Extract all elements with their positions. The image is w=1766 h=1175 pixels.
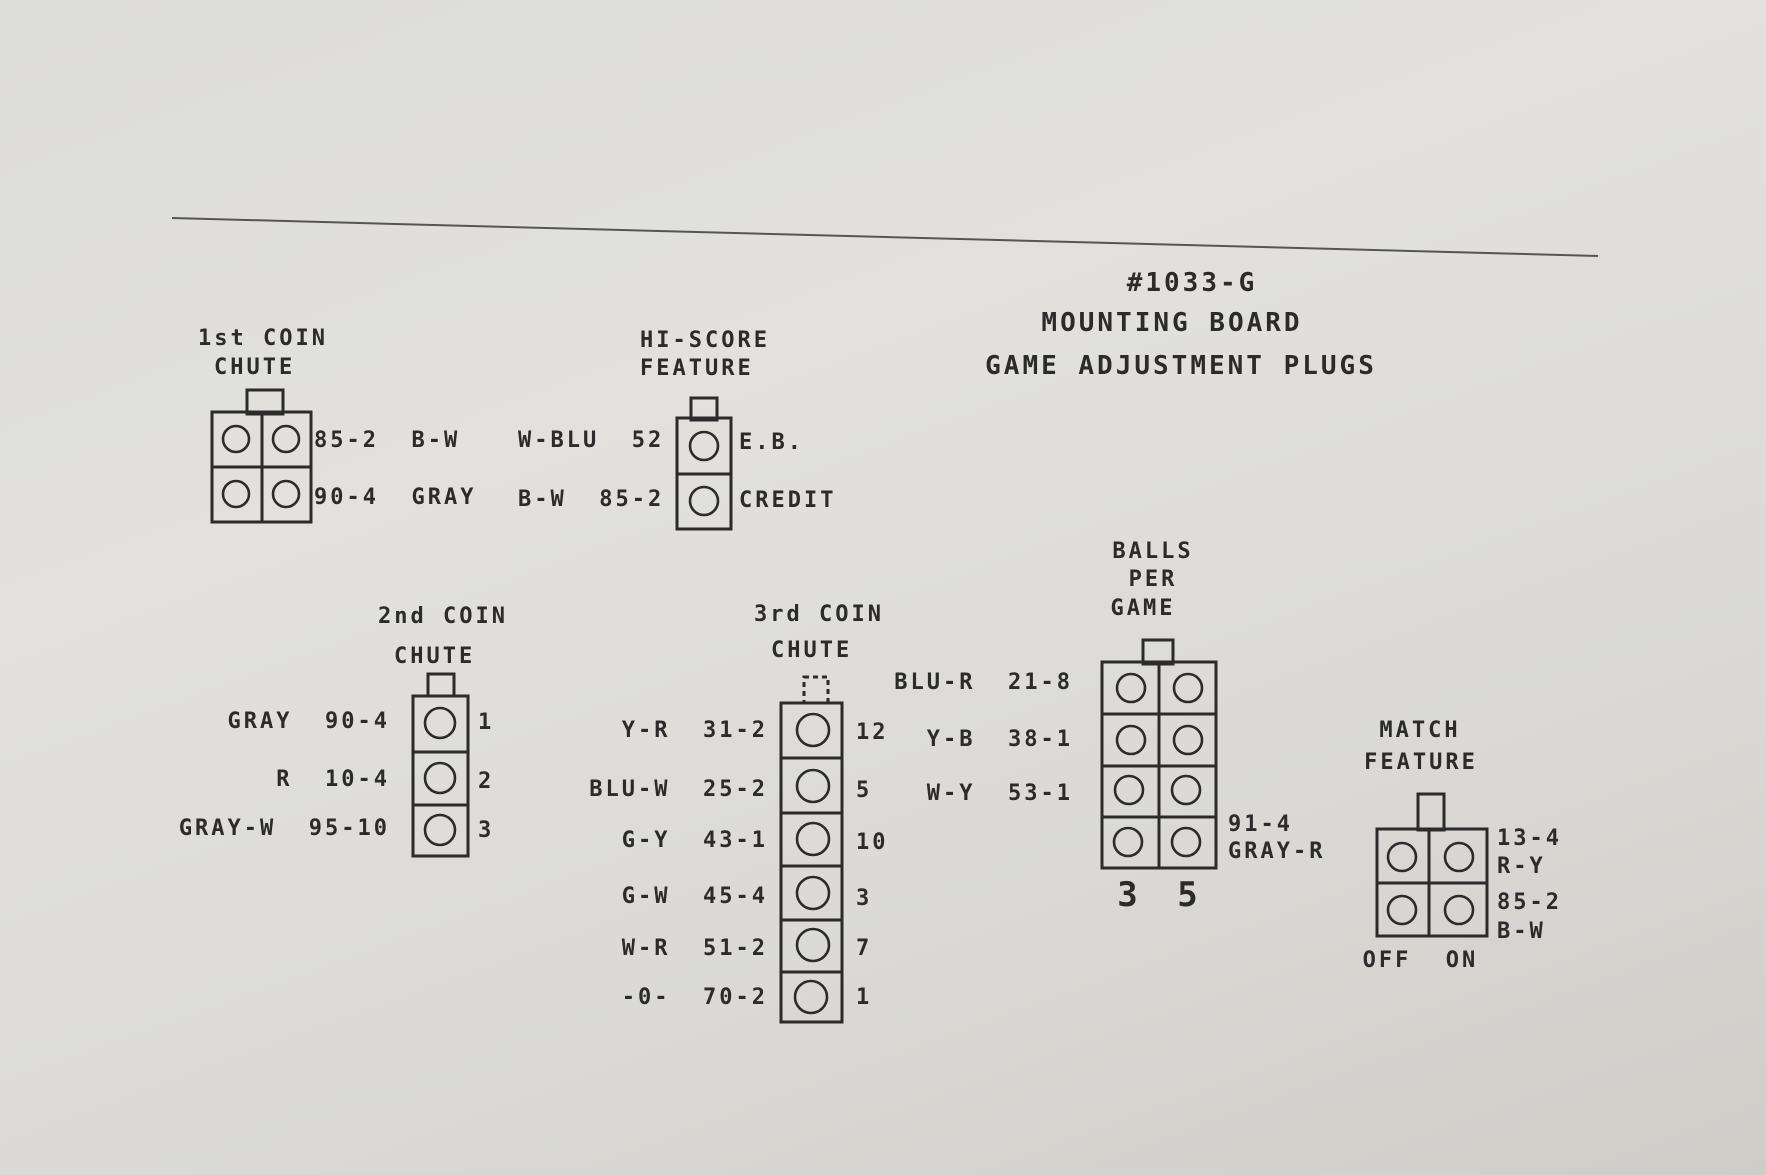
hiscore-title-line2: FEATURE xyxy=(640,356,754,381)
balls-plug xyxy=(1100,638,1218,870)
coin3-pin-number: 5 xyxy=(856,778,873,803)
coin2-pin-number: 3 xyxy=(478,818,495,843)
balls-title-line1: BALLS xyxy=(1112,539,1194,564)
coin2-left-label: R 10-4 xyxy=(276,767,390,792)
hiscore-plug xyxy=(675,396,733,531)
match-right-label: B-W xyxy=(1497,919,1546,944)
balls-left-label: W-Y 53-1 xyxy=(926,781,1073,806)
coin3-pin-number: 7 xyxy=(856,936,873,961)
coin2-pin-number: 1 xyxy=(478,710,495,735)
title-line-2: GAME ADJUSTMENT PLUGS xyxy=(985,351,1377,381)
balls-title-line3: GAME xyxy=(1110,596,1176,621)
coin1-plug xyxy=(210,388,313,524)
match-plug xyxy=(1375,792,1489,938)
match-setting-label: ON xyxy=(1445,948,1479,973)
coin3-pin-number: 1 xyxy=(856,985,873,1010)
coin2-pin-number: 2 xyxy=(478,769,495,794)
match-setting-label: OFF xyxy=(1362,948,1412,973)
balls-setting-label: 5 xyxy=(1177,875,1201,915)
coin3-left-label: W-R 51-2 xyxy=(621,936,768,961)
balls-title-line2: PER xyxy=(1128,567,1178,592)
balls-left-label: Y-B 38-1 xyxy=(926,727,1073,752)
coin3-left-label: -0- 70-2 xyxy=(621,985,768,1010)
match-right-label: 85-2 xyxy=(1497,890,1562,915)
coin2-title-line2: CHUTE xyxy=(394,644,476,669)
match-right-label: R-Y xyxy=(1497,854,1546,879)
match-title-line2: FEATURE xyxy=(1364,750,1478,775)
balls-right-label-line1: 91-4 xyxy=(1228,812,1293,837)
hiscore-left-label: W-BLU 52 xyxy=(518,428,665,453)
coin3-left-label: G-W 45-4 xyxy=(621,884,768,909)
header-rule xyxy=(171,217,1599,257)
match-right-label: 13-4 xyxy=(1497,826,1562,851)
part-number: #1033-G xyxy=(1126,268,1258,298)
hiscore-right-label: E.B. xyxy=(739,430,804,455)
coin3-title-line1: 3rd COIN xyxy=(754,602,884,627)
coin2-title-line1: 2nd COIN xyxy=(378,604,508,629)
hiscore-title-line1: HI-SCORE xyxy=(640,328,770,353)
coin1-title-line2: CHUTE xyxy=(214,355,296,380)
coin2-left-label: GRAY-W 95-10 xyxy=(178,816,390,841)
hiscore-right-label: CREDIT xyxy=(739,488,837,513)
coin3-pin-number: 12 xyxy=(856,720,889,745)
title-line-1: MOUNTING BOARD xyxy=(1041,308,1303,338)
hiscore-left-label: B-W 85-2 xyxy=(518,487,665,512)
balls-setting-label: 3 xyxy=(1117,875,1141,915)
balls-right-label-line2: GRAY-R xyxy=(1228,839,1326,864)
coin3-pin-number: 10 xyxy=(856,830,889,855)
balls-left-label: BLU-R 21-8 xyxy=(894,670,1073,695)
coin3-title-line2: CHUTE xyxy=(771,638,853,663)
coin3-left-label: BLU-W 25-2 xyxy=(589,777,768,802)
match-title-line1: MATCH xyxy=(1379,718,1461,743)
coin1-title-line1: 1st COIN xyxy=(198,326,328,351)
coin2-plug xyxy=(411,672,470,858)
coin1-label: 90-4 GRAY xyxy=(314,485,477,510)
coin3-left-label: Y-R 31-2 xyxy=(621,718,768,743)
coin3-plug xyxy=(779,675,844,1024)
coin1-label: 85-2 B-W xyxy=(314,428,461,453)
coin2-left-label: GRAY 90-4 xyxy=(227,709,390,734)
coin3-pin-number: 3 xyxy=(856,886,873,911)
coin3-left-label: G-Y 43-1 xyxy=(621,828,768,853)
